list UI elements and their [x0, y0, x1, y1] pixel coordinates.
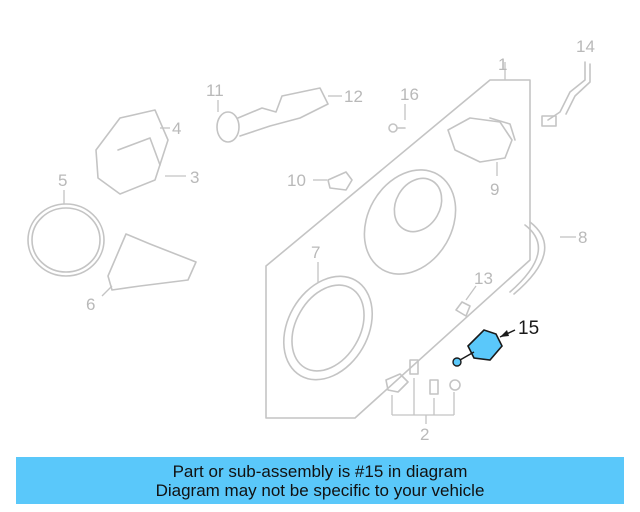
harness-part-14 [541, 61, 591, 127]
trim-strip-part-8 [509, 221, 576, 295]
banner-line-2: Diagram may not be specific to your vehi… [155, 480, 485, 500]
headlamp-housing [265, 79, 531, 419]
headlamp-lens [282, 275, 374, 381]
label-part-14: 14 [576, 37, 595, 56]
label-part-3: 3 [190, 168, 199, 187]
reflector [363, 169, 457, 275]
info-banner: Part or sub-assembly is #15 in diagram D… [16, 457, 624, 504]
highlighted-part-15 [452, 329, 516, 367]
bulb-part-10 [313, 171, 353, 191]
label-part-12: 12 [344, 87, 363, 106]
label-part-7: 7 [311, 243, 320, 262]
label-part-6: 6 [86, 295, 95, 314]
label-part-15: 15 [518, 318, 539, 339]
label-part-8: 8 [578, 228, 587, 247]
label-part-5: 5 [58, 171, 67, 190]
fasteners-part-2 [385, 359, 461, 424]
label-part-1: 1 [498, 55, 507, 74]
label-part-16: 16 [400, 85, 419, 104]
label-part-11: 11 [206, 81, 224, 100]
screw-part-16 [388, 104, 406, 133]
label-part-9: 9 [490, 180, 499, 199]
shield-part-6 [101, 233, 197, 297]
label-part-4: 4 [172, 119, 181, 138]
banner-line-1: Part or sub-assembly is #15 in diagram [172, 461, 468, 481]
parts-diagram: 1 2 3 4 5 6 7 8 9 10 11 12 13 14 15 16 [27, 37, 595, 444]
socket-part-9 [447, 117, 516, 176]
connector-part-11-12 [216, 87, 342, 143]
label-part-2: 2 [420, 425, 429, 444]
bulb-part-13 [455, 285, 477, 317]
ring-part-5 [27, 190, 105, 277]
label-part-10: 10 [287, 171, 306, 190]
bracket-part-3-4 [95, 109, 186, 195]
label-part-13: 13 [474, 269, 493, 288]
